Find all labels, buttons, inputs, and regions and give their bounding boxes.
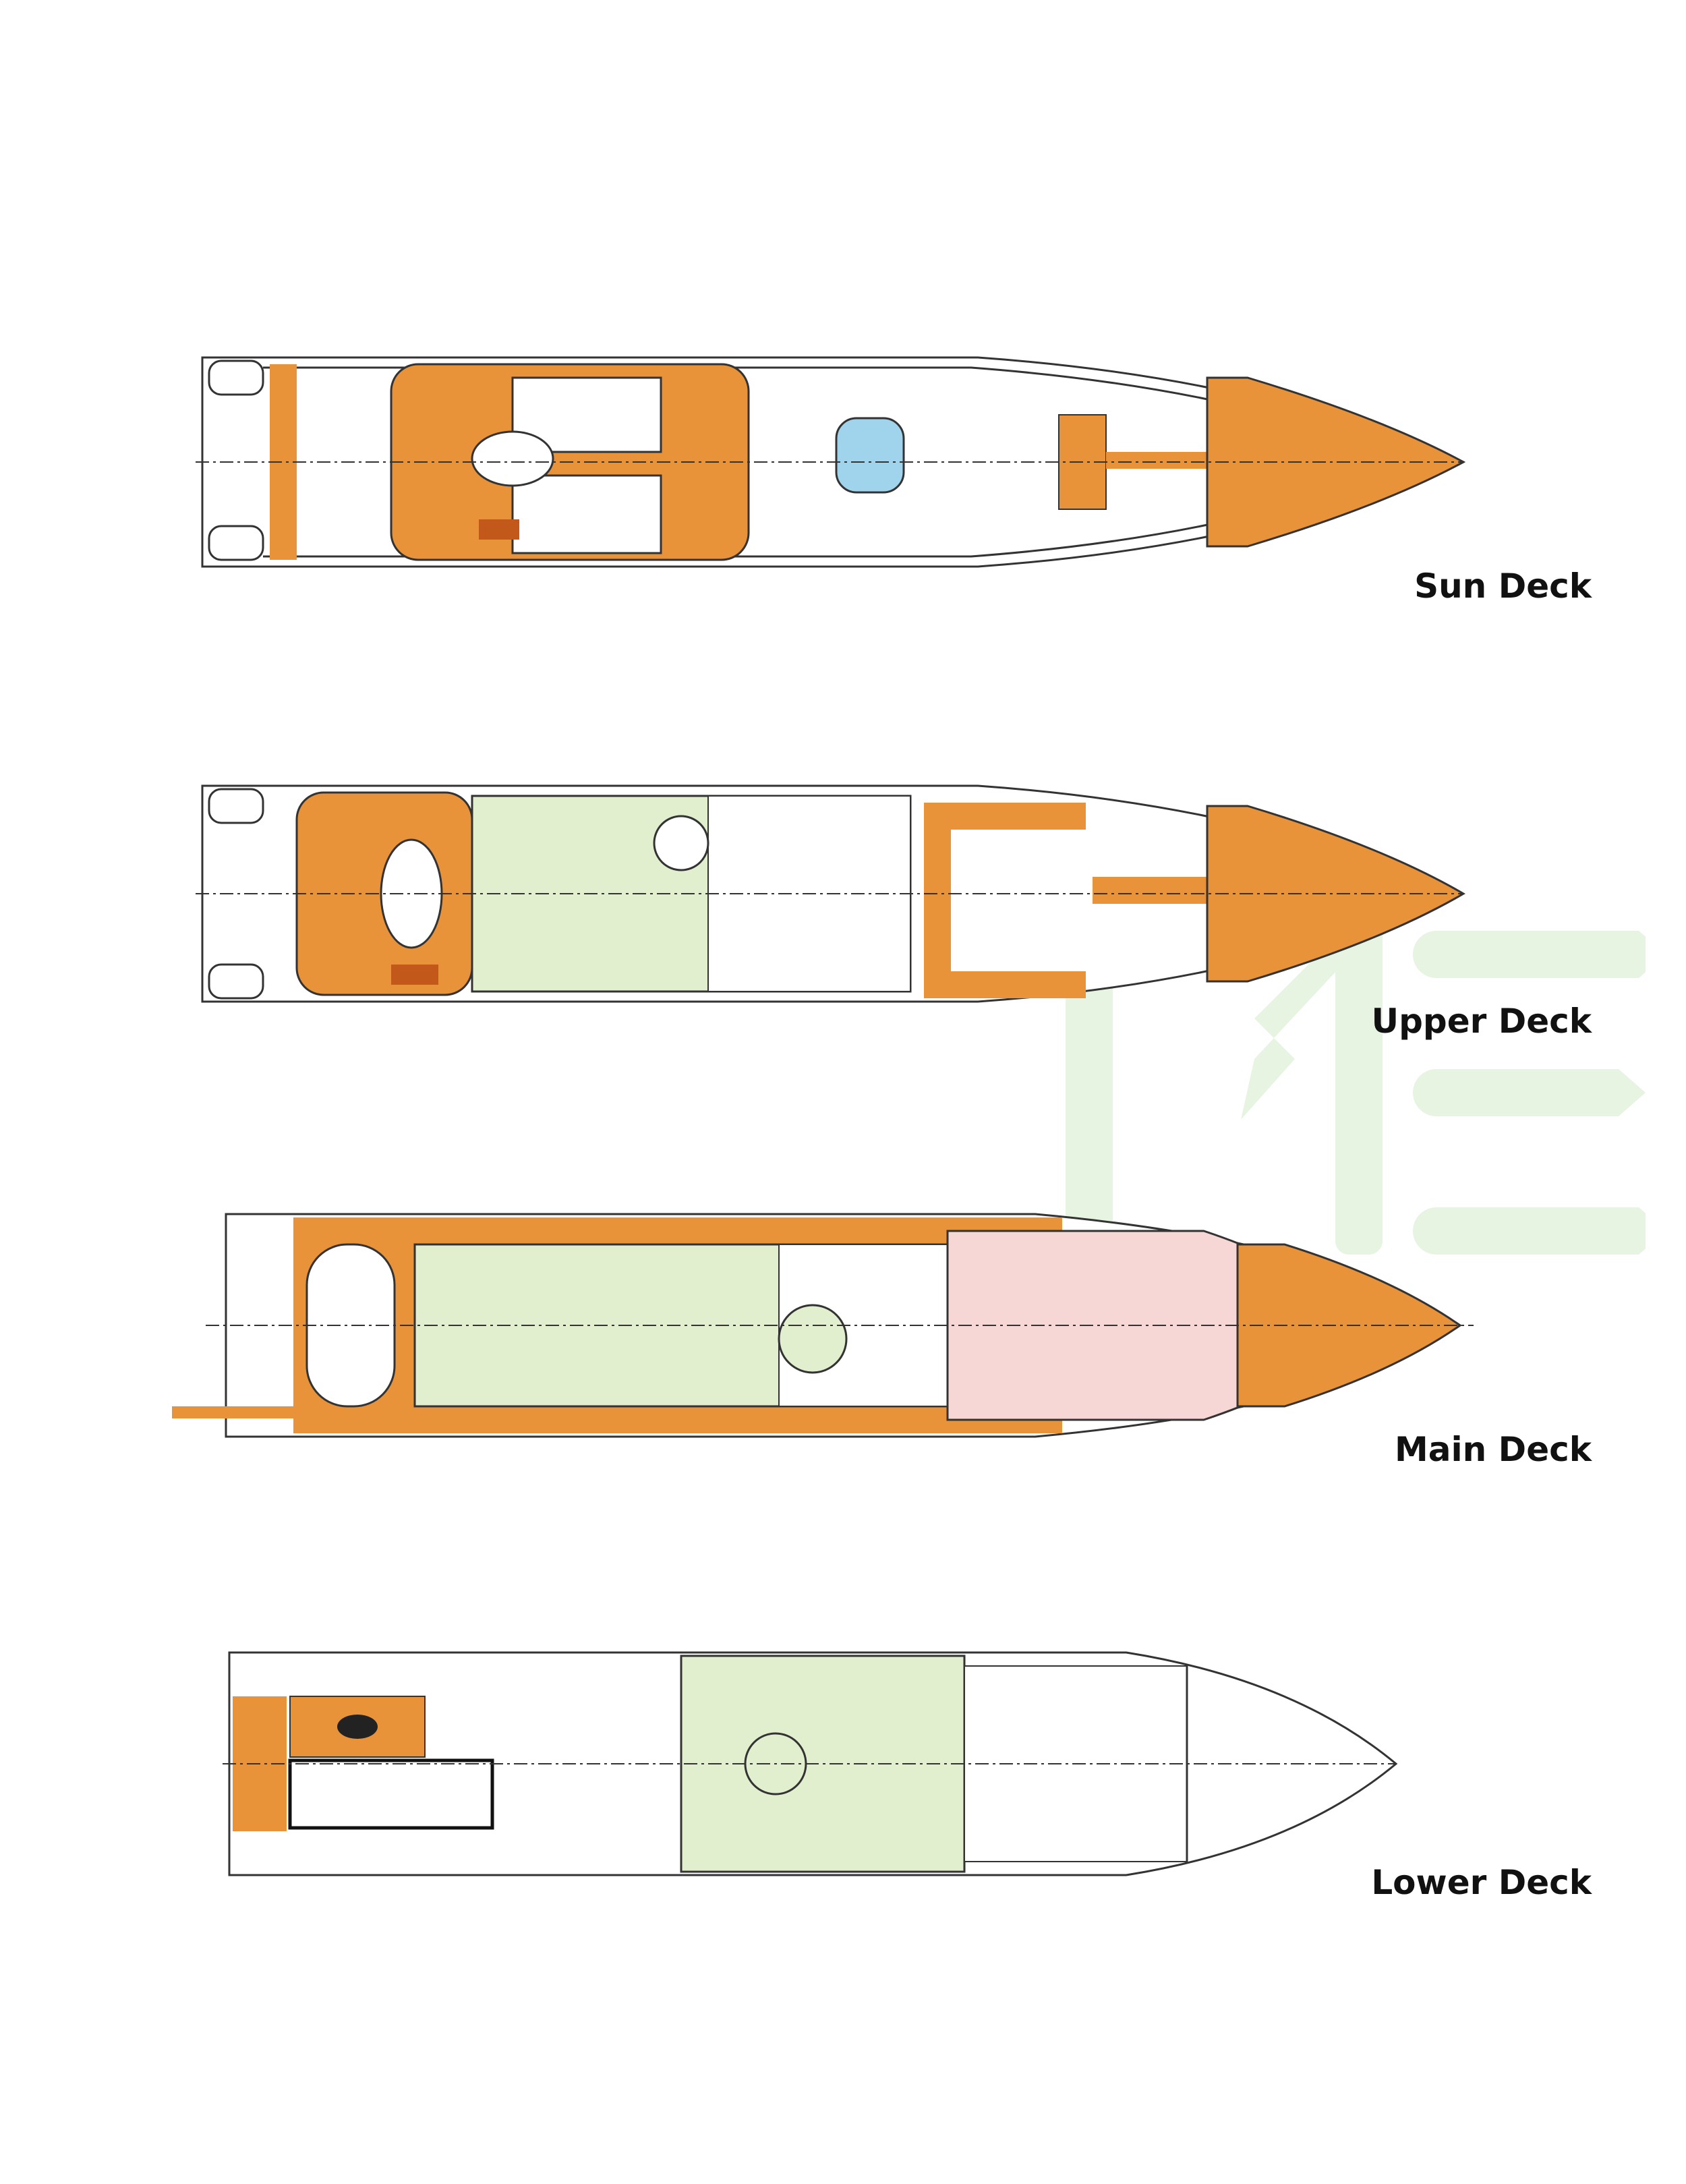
sun-deck-label: Sun Deck	[1414, 567, 1592, 606]
jacuzzi-pool	[835, 417, 905, 494]
upper-deck-label: Upper Deck	[1371, 1002, 1592, 1041]
lower-deck-plan	[223, 1651, 1398, 1876]
tender-garage	[288, 1758, 494, 1830]
main-deck-label: Main Deck	[1395, 1430, 1592, 1469]
upper-deck-fwd-teak	[924, 803, 1086, 998]
main-deck-plan	[172, 1213, 1474, 1438]
lower-deck-label: Lower Deck	[1371, 1863, 1592, 1902]
boarding-passerelle	[172, 1406, 293, 1418]
upper-deck-plan	[196, 784, 1465, 1003]
watermark-logo	[1066, 917, 1646, 1255]
sun-deck-plan	[196, 356, 1466, 568]
